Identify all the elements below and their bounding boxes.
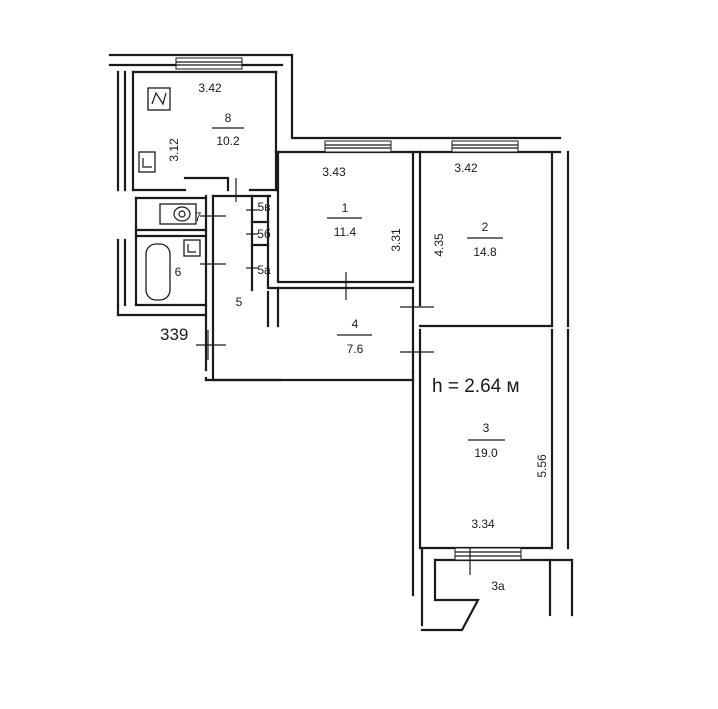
room-1-number: 1: [342, 201, 349, 215]
room-7-label: 7: [195, 210, 202, 224]
room-6-label: 6: [175, 265, 182, 279]
plan-code: 339: [160, 325, 188, 344]
sink-icon: [138, 151, 156, 173]
stove-icon: [147, 87, 171, 111]
dimensions: 3.42 3.12 3.43 3.31 3.42 4.35 3.34 5.56: [167, 81, 549, 531]
bathtub-icon: [145, 243, 171, 301]
room-5-label: 5: [236, 295, 243, 309]
door-marks: [196, 178, 434, 360]
room-8-area: 10.2: [216, 134, 240, 148]
room-3-area: 19.0: [474, 446, 498, 460]
walls: [108, 53, 574, 632]
dim-room-2-width: 3.42: [454, 161, 478, 175]
dim-room-3-depth: 5.56: [535, 454, 549, 478]
room-5v-label: 5в: [257, 200, 270, 214]
room-1-area: 11.4: [334, 225, 357, 239]
room-5b-label: 5б: [257, 227, 271, 241]
room-2-number: 2: [482, 220, 489, 234]
room-3a-label: 3а: [491, 579, 505, 593]
dim-room-8-depth: 3.12: [167, 138, 181, 162]
room-4-number: 4: [352, 317, 359, 331]
room-5a-label: 5а: [257, 263, 271, 277]
room-labels: 8 10.2 1 11.4 2 14.8 4 7.6 3 19.0 5 5а 5…: [160, 111, 520, 593]
room-8-number: 8: [225, 111, 232, 125]
windows: [175, 57, 522, 575]
area-fraction-lines: [212, 127, 505, 441]
fixtures: [138, 87, 201, 301]
room-3-number: 3: [483, 421, 490, 435]
ceiling-height: h = 2.64 м: [432, 376, 520, 397]
washbasin-icon: [183, 239, 201, 257]
dim-room-1-depth: 3.31: [389, 228, 403, 252]
room-4-area: 7.6: [347, 342, 364, 356]
dim-room-2-depth: 4.35: [432, 233, 446, 257]
room-2-area: 14.8: [473, 245, 497, 259]
dim-room-1-width: 3.43: [322, 165, 346, 179]
dim-room-8-width: 3.42: [198, 81, 222, 95]
toilet-icon: [159, 203, 197, 225]
dim-room-3-width: 3.34: [471, 517, 495, 531]
